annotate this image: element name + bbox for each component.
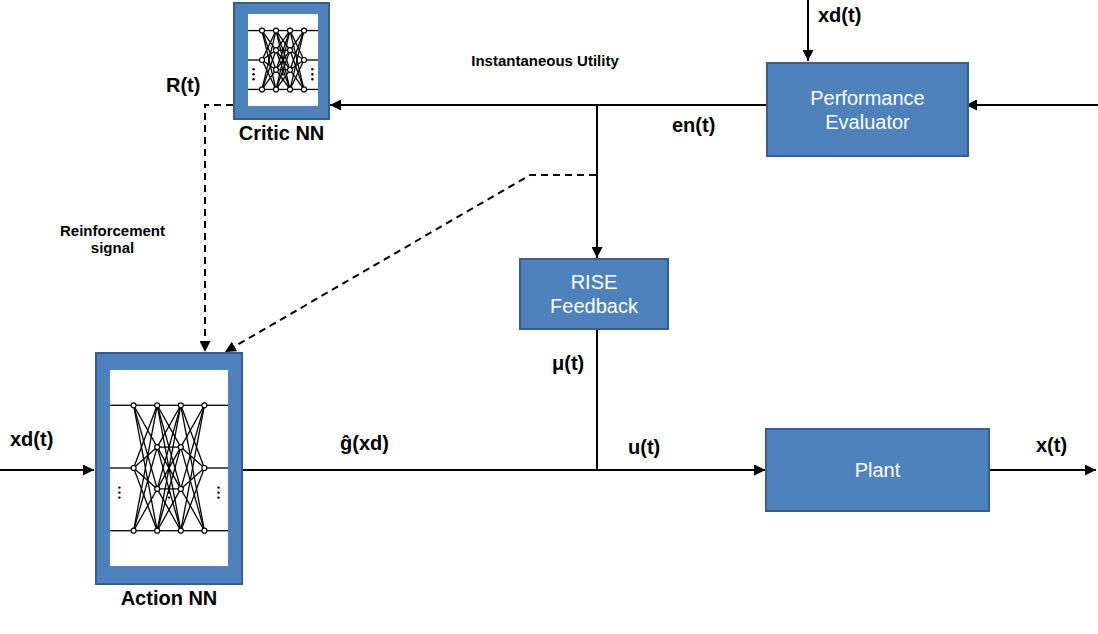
signal-connector — [597, 330, 765, 470]
input-arrow — [0, 469, 94, 471]
network-label: Action NN — [57, 587, 281, 610]
signal-label: R(t) — [166, 74, 200, 97]
output-arrow — [990, 469, 1096, 471]
box-label: Plant — [847, 454, 909, 486]
signal-label: x(t) — [1036, 434, 1067, 457]
signal-label: Reinforcement signal — [58, 222, 167, 257]
utility-label: Instantaneous Utility — [470, 52, 620, 69]
evaluator-box: Performance Evaluator — [766, 62, 969, 157]
plant-box: Plant — [765, 428, 990, 512]
network-picture — [110, 370, 228, 566]
signal-connector — [597, 105, 766, 258]
signal-label: u(t) — [628, 436, 660, 459]
feedback-box: RISE Feedback — [519, 258, 669, 330]
signal-label: en(t) — [672, 114, 715, 137]
signal-label: xd(t) — [818, 4, 861, 27]
signal-label: ĝ(xd) — [340, 432, 389, 455]
signal-label: μ(t) — [550, 352, 586, 375]
network-label: Critic NN — [195, 122, 368, 145]
box-label: Performance Evaluator — [768, 82, 967, 138]
signal-label: xd(t) — [10, 428, 53, 451]
input-arrow — [807, 0, 809, 61]
network-picture — [248, 14, 318, 106]
dashed-connector — [205, 105, 233, 352]
box-label: RISE Feedback — [521, 266, 667, 322]
feedback-arrow — [966, 104, 1098, 106]
